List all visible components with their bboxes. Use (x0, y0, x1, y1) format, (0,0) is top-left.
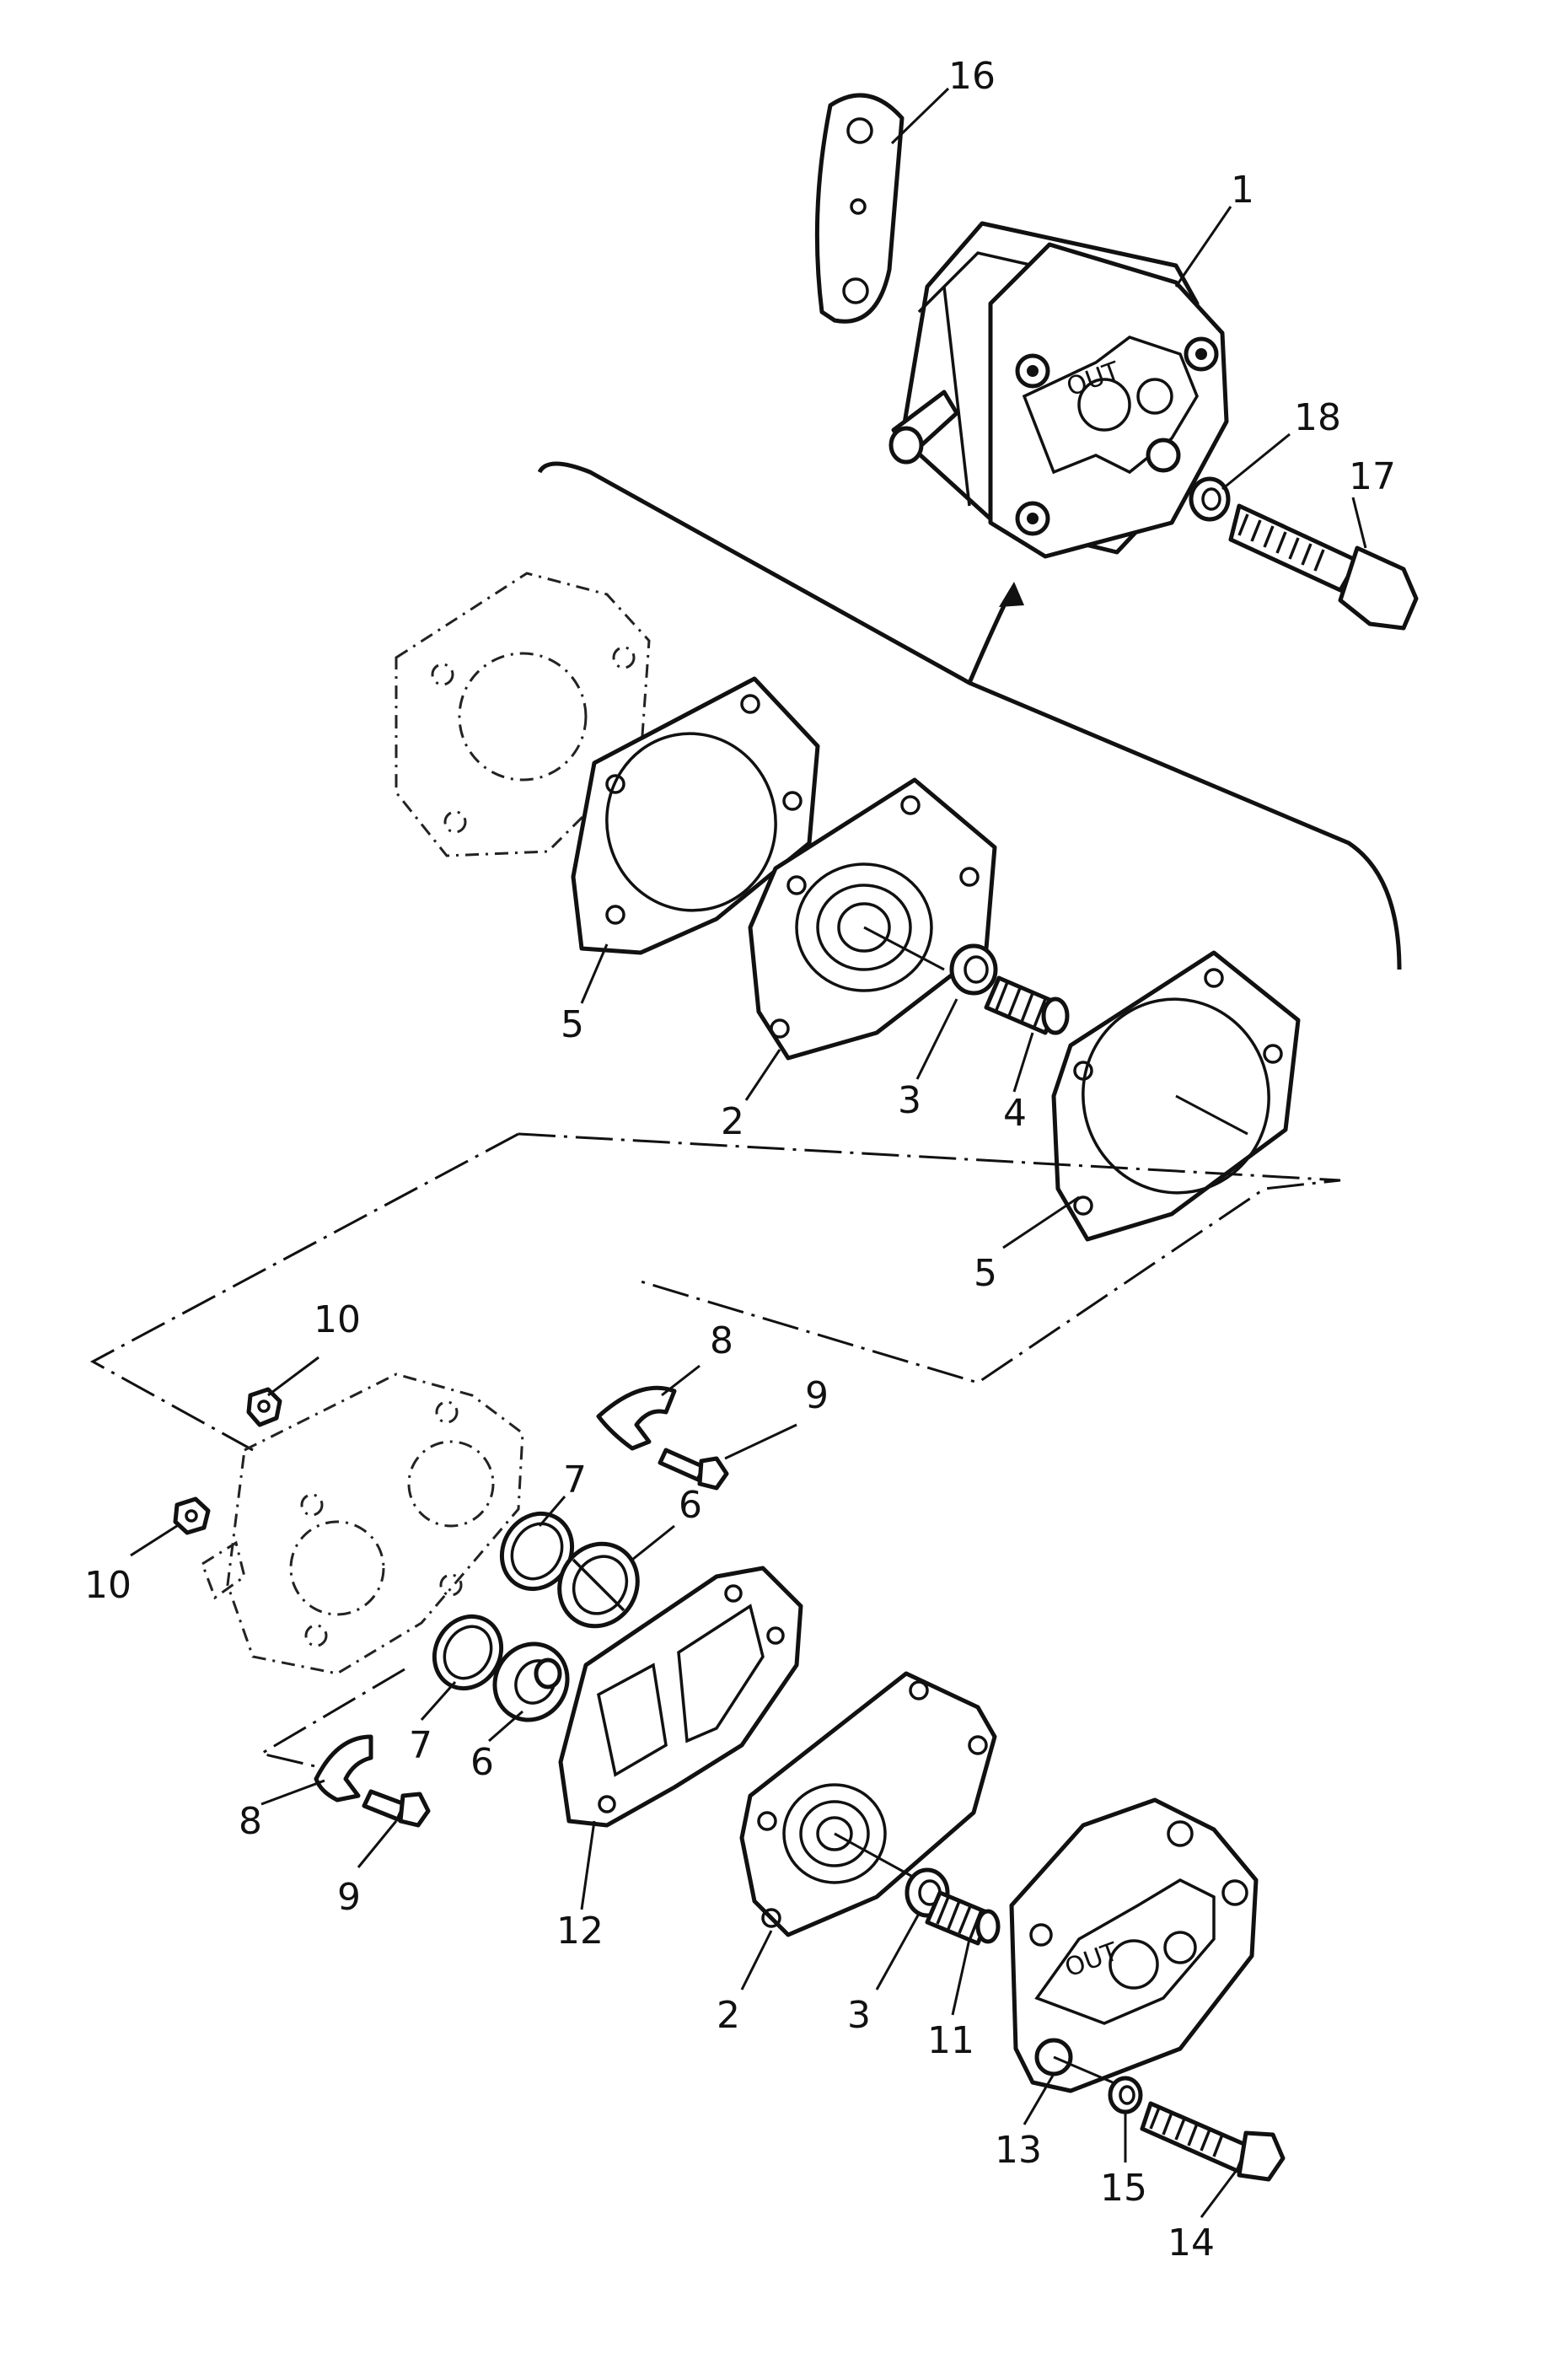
callout-2-upper: 2 (721, 1100, 744, 1143)
part-14-bolt (1140, 2101, 1286, 2182)
part-10-nut-upper (246, 1387, 282, 1427)
callout-8-upper: 8 (710, 1319, 733, 1362)
part-17-bolt (1228, 503, 1419, 631)
part-3-washer-upper (949, 943, 998, 996)
callout-2-lower: 2 (717, 1994, 740, 2037)
part-8-clip-upper (596, 1385, 677, 1451)
callout-18: 18 (1294, 396, 1341, 439)
part-10-nut-lower (173, 1496, 211, 1535)
part-6-valve-upper (557, 1541, 640, 1629)
part-8-clip-lower (314, 1734, 373, 1802)
callout-12: 12 (556, 1910, 604, 1953)
callout-5-right: 5 (974, 1252, 997, 1295)
part-9-screw-lower (362, 1789, 431, 1828)
part-13-cover: OUT (1009, 1797, 1259, 2093)
part-2-diaphragm-lower (739, 1671, 997, 1937)
callout-13: 13 (995, 2129, 1042, 2172)
phantom-lines (89, 1132, 1341, 1772)
callout-6-upper: 6 (679, 1484, 702, 1527)
part-18-washer (1189, 476, 1231, 522)
part-1-fuel-pump: OUT (888, 221, 1229, 559)
part-6-valve-lower (492, 1641, 570, 1722)
part-2-diaphragm-upper (748, 777, 997, 1061)
callout-15: 15 (1100, 2167, 1147, 2210)
callout-10-lower: 10 (84, 1564, 132, 1607)
leader-lines (130, 87, 1367, 2218)
callout-10-upper: 10 (314, 1298, 361, 1341)
part-16-gasket (814, 93, 905, 324)
part-15-washer (1108, 2076, 1143, 2114)
callout-7-lower: 7 (409, 1724, 432, 1767)
callout-16: 16 (948, 55, 996, 98)
assembly-bracket (537, 461, 1402, 970)
callout-9-upper: 9 (805, 1374, 829, 1417)
callout-1: 1 (1231, 169, 1254, 212)
callout-11: 11 (927, 2019, 974, 2062)
callout-8-lower: 8 (239, 1800, 262, 1843)
callout-14: 14 (1168, 2222, 1215, 2264)
part-7-ring-lower (432, 1614, 504, 1691)
part-4-spring (984, 975, 1070, 1035)
part-12-gasket (558, 1566, 803, 1828)
callout-3-lower: 3 (847, 1994, 871, 2037)
part-9-screw-upper (658, 1448, 729, 1491)
callout-5-upper: 5 (561, 1003, 584, 1046)
part-5-gasket-upper (571, 676, 820, 955)
callout-4: 4 (1003, 1092, 1027, 1135)
part-5-gasket-right (1051, 950, 1301, 1242)
callout-labels: 16 1 18 17 5 2 3 4 5 10 8 9 10 7 6 7 6 8… (84, 55, 1396, 2264)
callout-3-upper: 3 (898, 1079, 921, 1122)
callout-9-lower: 9 (337, 1876, 361, 1919)
callout-7-upper: 7 (563, 1459, 587, 1502)
part-11-spring (925, 1890, 1001, 1946)
callout-17: 17 (1349, 455, 1396, 498)
ghost-pump-body-lower (201, 1373, 524, 1675)
callout-6-lower: 6 (470, 1741, 494, 1784)
